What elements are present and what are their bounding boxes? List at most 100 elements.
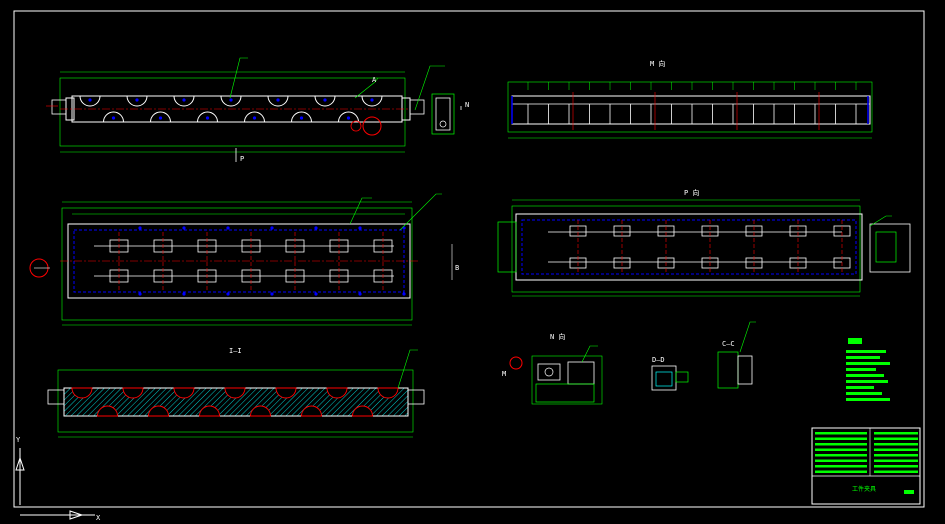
bolt-mark bbox=[229, 98, 233, 102]
bom-row bbox=[874, 437, 918, 440]
bom-row bbox=[874, 465, 918, 468]
note-line bbox=[846, 350, 886, 353]
note-line bbox=[846, 374, 884, 377]
bolt-mark bbox=[111, 116, 116, 120]
bom-row bbox=[815, 465, 867, 468]
semicircle-cutout bbox=[244, 111, 265, 123]
label-m-mark: M bbox=[502, 370, 506, 378]
label-view-p: P 向 bbox=[684, 188, 699, 197]
bolt-mark bbox=[182, 226, 186, 230]
bolt-mark bbox=[314, 292, 318, 296]
semicircle-cutout bbox=[267, 95, 289, 107]
bolt-mark bbox=[205, 116, 210, 120]
semicircle-cutout bbox=[352, 405, 373, 417]
bom-row bbox=[815, 470, 867, 473]
semicircle-cutout bbox=[199, 405, 220, 417]
bolt-mark bbox=[314, 226, 318, 230]
semicircle-cutout bbox=[377, 387, 399, 399]
note-line bbox=[846, 356, 880, 359]
bolt-mark bbox=[346, 116, 351, 120]
semicircle-cutout bbox=[361, 95, 383, 107]
ucs-y-label: Y bbox=[16, 436, 21, 444]
view-section-c-c[interactable] bbox=[717, 321, 756, 389]
bolt-mark bbox=[270, 226, 274, 230]
view-m-top-right[interactable] bbox=[507, 81, 873, 139]
semicircle-cutout bbox=[250, 405, 271, 417]
bolt-mark bbox=[182, 98, 186, 102]
semicircle-cutout bbox=[79, 95, 101, 107]
label-view-n: N 向 bbox=[550, 332, 565, 341]
semicircle-cutout bbox=[220, 95, 242, 107]
note-line bbox=[846, 392, 882, 395]
bom-row bbox=[874, 459, 918, 462]
view-n[interactable] bbox=[509, 345, 603, 405]
bolt-mark bbox=[226, 292, 230, 296]
label-section-c-c: C—C bbox=[722, 340, 735, 348]
semicircle-cutout bbox=[338, 111, 359, 123]
semicircle-cutout bbox=[103, 111, 124, 123]
title-block[interactable] bbox=[811, 427, 921, 505]
bom-row bbox=[815, 437, 867, 440]
title-block-name: 工件夹具 bbox=[852, 485, 876, 493]
bom-row bbox=[874, 448, 918, 451]
semicircle-cutout bbox=[71, 387, 93, 399]
bolt-mark bbox=[158, 116, 163, 120]
bom-row bbox=[815, 443, 867, 446]
view-section-d-d[interactable] bbox=[651, 365, 689, 391]
drawing-border bbox=[13, 10, 925, 508]
bolt-mark bbox=[370, 98, 374, 102]
semicircle-cutout bbox=[301, 405, 322, 417]
view-plan-middle-left[interactable] bbox=[29, 193, 453, 326]
semicircle-cutout bbox=[326, 387, 348, 399]
note-line bbox=[846, 362, 890, 365]
bolt-mark bbox=[252, 116, 257, 120]
label-n-mark-top: N bbox=[465, 101, 469, 109]
semicircle-cutout bbox=[197, 111, 218, 123]
bom-row bbox=[815, 454, 867, 457]
view-front-top-left[interactable] bbox=[46, 57, 462, 162]
bolt-mark bbox=[402, 292, 406, 296]
label-section-d-d: D—D bbox=[652, 356, 665, 364]
label-a-mark: A bbox=[372, 76, 377, 84]
bolt-mark bbox=[358, 292, 362, 296]
bom-row bbox=[874, 443, 918, 446]
label-view-m: M 向 bbox=[650, 59, 665, 68]
bolt-mark bbox=[182, 292, 186, 296]
bolt-mark bbox=[270, 292, 274, 296]
semicircle-cutout bbox=[275, 387, 297, 399]
bolt-mark bbox=[358, 226, 362, 230]
semicircle-cutout bbox=[224, 387, 246, 399]
semicircle-cutout bbox=[126, 95, 148, 107]
bolt-mark bbox=[226, 226, 230, 230]
note-line bbox=[846, 380, 888, 383]
ucs-icon bbox=[15, 448, 95, 520]
ucs-x-label: X bbox=[96, 514, 101, 520]
semicircle-cutout bbox=[150, 111, 171, 123]
bom-row bbox=[815, 459, 867, 462]
bolt-mark bbox=[88, 98, 92, 102]
note-line bbox=[846, 398, 890, 401]
label-view-p-mark: P bbox=[240, 155, 244, 163]
semicircle-cutout bbox=[314, 95, 336, 107]
view-section-i-i[interactable] bbox=[47, 349, 425, 438]
semicircle-cutout bbox=[148, 405, 169, 417]
semicircle-cutout bbox=[173, 387, 195, 399]
bolt-mark bbox=[138, 226, 142, 230]
label-section-i-i: I—I bbox=[229, 347, 242, 355]
view-p-middle-right[interactable] bbox=[497, 199, 911, 297]
label-b-mark: B bbox=[455, 264, 459, 272]
semicircle-cutout bbox=[173, 95, 195, 107]
bom-row bbox=[815, 448, 867, 451]
bom-row bbox=[815, 432, 867, 435]
bolt-mark bbox=[138, 292, 142, 296]
note-line bbox=[846, 386, 874, 389]
bolt-mark bbox=[276, 98, 280, 102]
technical-requirements-notes bbox=[846, 338, 890, 401]
note-line bbox=[846, 368, 876, 371]
bom-row bbox=[874, 432, 918, 435]
bolt-mark bbox=[135, 98, 139, 102]
semicircle-cutout bbox=[97, 405, 118, 417]
bom-row bbox=[874, 454, 918, 457]
